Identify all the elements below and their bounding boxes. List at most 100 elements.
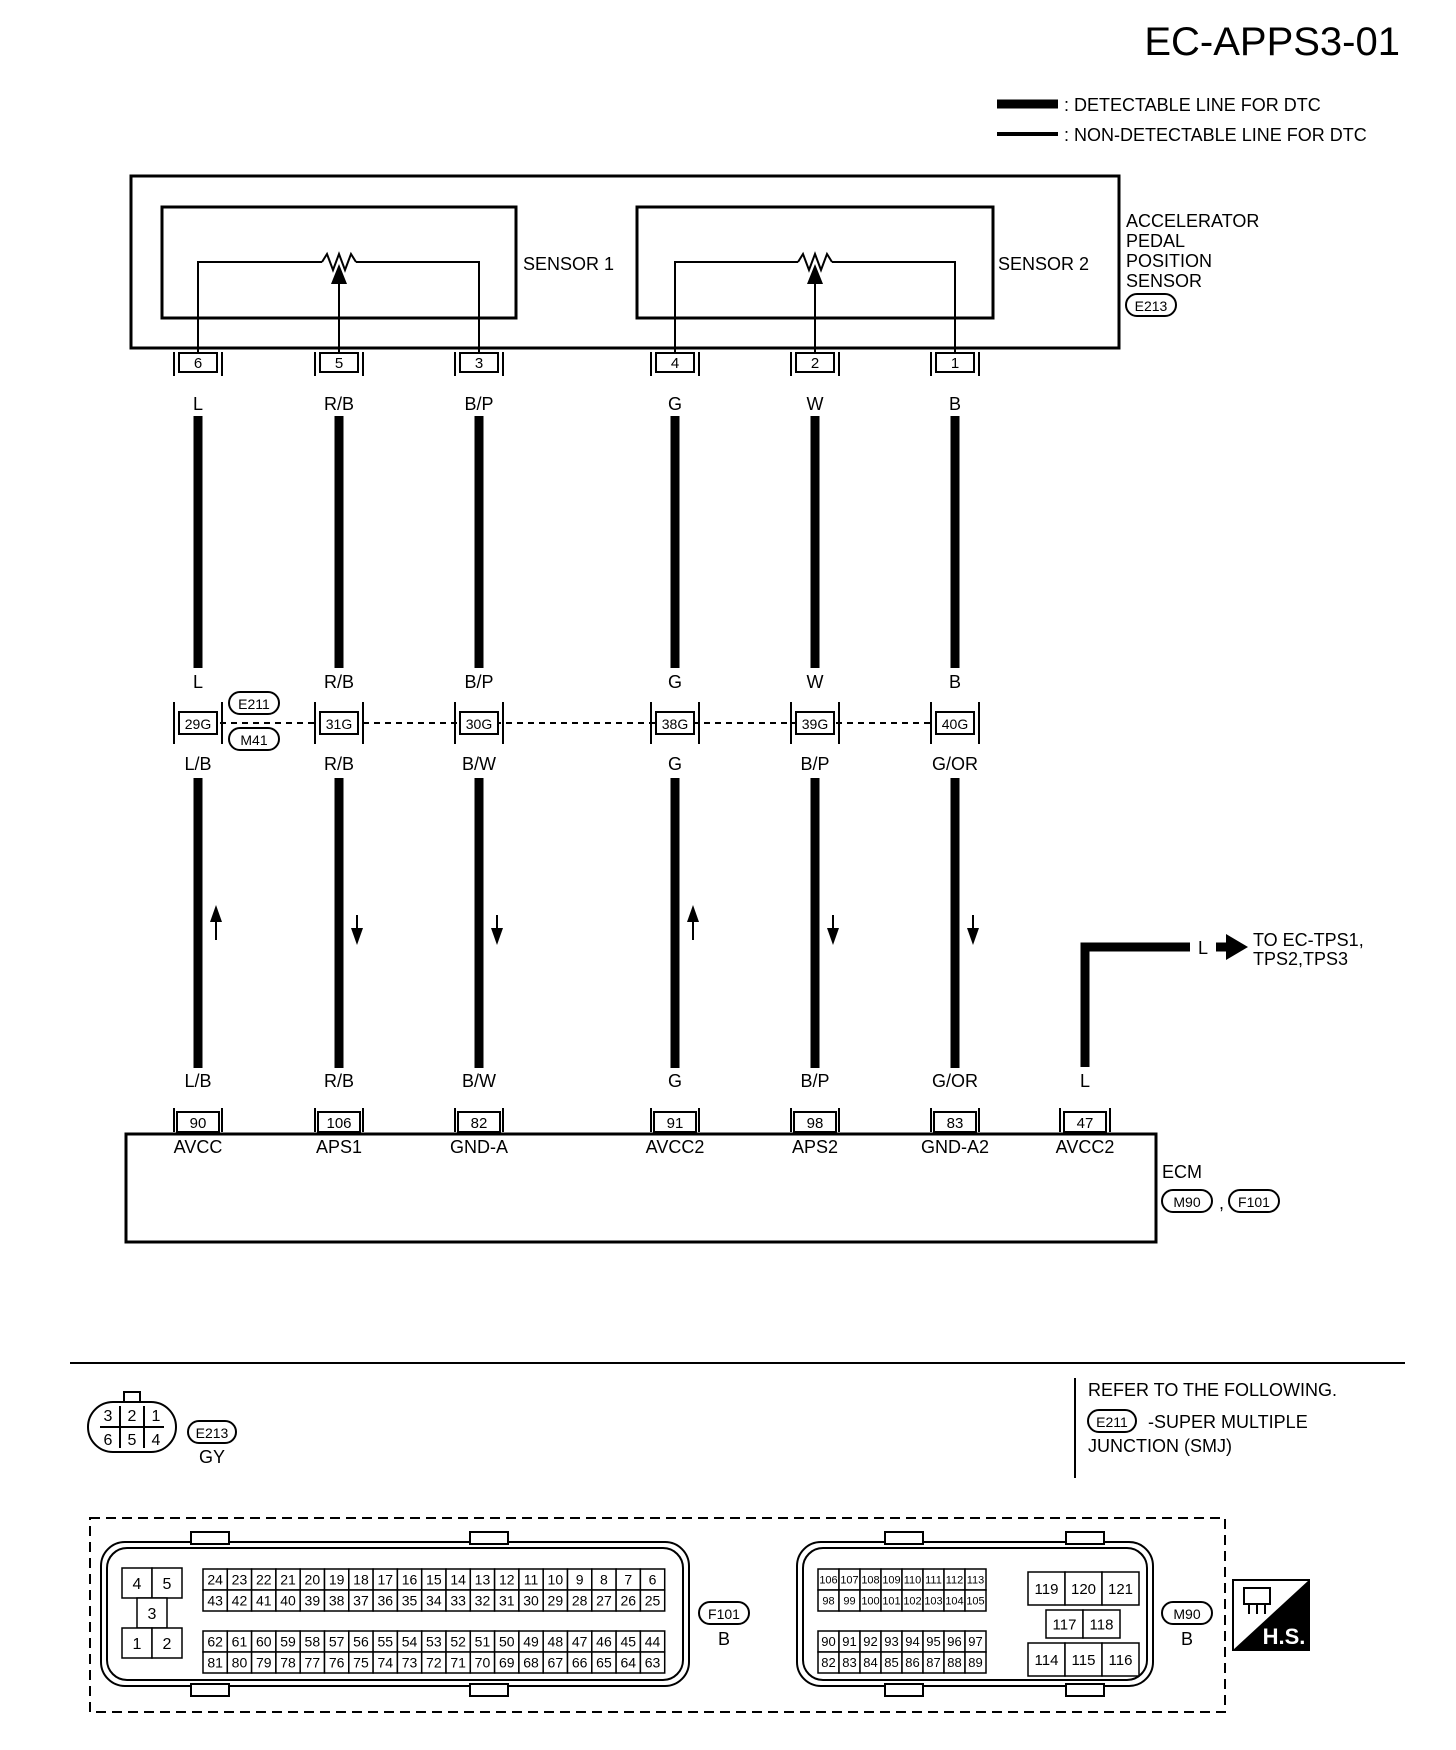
svg-text:47: 47	[572, 1634, 588, 1650]
sensor-pin-3	[459, 352, 499, 373]
svg-text:39G: 39G	[802, 716, 828, 732]
svg-text:81: 81	[207, 1655, 223, 1671]
pin-cell	[964, 1651, 987, 1674]
svg-text:57: 57	[329, 1634, 345, 1650]
ecm-pin-label-47: AVCC2	[1056, 1137, 1115, 1157]
svg-text:F101: F101	[708, 1606, 740, 1622]
svg-text:4: 4	[671, 355, 679, 372]
svg-text:5: 5	[163, 1576, 172, 1593]
sensor-pin-2	[795, 352, 835, 373]
svg-text:62: 62	[207, 1634, 223, 1650]
svg-text:3: 3	[148, 1606, 157, 1623]
svg-text:13: 13	[475, 1572, 491, 1588]
svg-text:11: 11	[524, 1572, 539, 1588]
svg-text:10: 10	[548, 1572, 564, 1588]
ecm-pin-label: APS2	[792, 1137, 838, 1157]
svg-text:68: 68	[523, 1655, 539, 1671]
svg-text:8: 8	[600, 1572, 608, 1588]
hs-badge-text: H.S.	[1263, 1624, 1306, 1649]
svg-text:36: 36	[377, 1593, 393, 1609]
joint-pin-30G	[459, 711, 499, 735]
svg-text:31G: 31G	[326, 716, 352, 732]
wire-color-joint-bottom: L/B	[184, 754, 211, 774]
svg-text:16: 16	[402, 1572, 418, 1588]
svg-text:104: 104	[945, 1595, 963, 1607]
svg-text:90: 90	[821, 1634, 835, 1649]
svg-text:5: 5	[335, 355, 343, 372]
ecm-pin-label: GND-A	[450, 1137, 508, 1157]
svg-text:5: 5	[128, 1432, 137, 1449]
joint-pin-40G	[935, 711, 975, 735]
svg-text:E213: E213	[196, 1425, 229, 1441]
svg-text:52: 52	[450, 1634, 466, 1650]
svg-text:95: 95	[926, 1634, 940, 1649]
svg-text:79: 79	[256, 1655, 272, 1671]
ecm-pin-label: AVCC	[174, 1137, 223, 1157]
sensor-pin-4	[655, 352, 695, 373]
e213-face-badge	[187, 1420, 237, 1444]
wire-color-joint-top: B/P	[464, 672, 493, 692]
svg-text:32: 32	[475, 1593, 491, 1609]
svg-text:E211: E211	[238, 696, 270, 712]
svg-text:72: 72	[426, 1655, 442, 1671]
svg-text:82: 82	[821, 1655, 835, 1670]
svg-text:74: 74	[377, 1655, 393, 1671]
svg-text:28: 28	[572, 1593, 588, 1609]
f101-connector-label: F101 B	[698, 1601, 750, 1649]
avcc2-extra-wire: L TO EC-TPS1, TPS2,TPS3 L 47	[1059, 930, 1364, 1133]
svg-text:117: 117	[1053, 1616, 1077, 1633]
wire-color-ecm: G/OR	[932, 1071, 978, 1091]
svg-text:14: 14	[450, 1572, 466, 1588]
ecm-unit: AVCC2 ECM M90 , F101	[124, 1132, 1280, 1244]
svg-text:29: 29	[548, 1593, 564, 1609]
signal-arrow-down-icon	[967, 928, 979, 945]
ecm-pin-82	[457, 1111, 501, 1133]
wire-color-ecm: B/P	[800, 1071, 829, 1091]
pin-cell	[1045, 1609, 1084, 1639]
svg-text:83: 83	[947, 1115, 964, 1132]
svg-text:40: 40	[280, 1593, 296, 1609]
pin-cell	[121, 1627, 153, 1659]
svg-text:89: 89	[968, 1655, 982, 1670]
wire-color-joint-bottom: R/B	[324, 754, 354, 774]
svg-text:121: 121	[1108, 1581, 1133, 1598]
wire-color-joint-bottom: B/W	[462, 754, 496, 774]
svg-text:2: 2	[128, 1408, 137, 1425]
svg-text:2: 2	[811, 355, 819, 372]
sensor1-label: SENSOR 1	[523, 254, 614, 274]
svg-text:4: 4	[133, 1576, 142, 1593]
pin-cell	[151, 1627, 183, 1659]
svg-text:99: 99	[843, 1595, 855, 1607]
connector-badge-m90	[1161, 1189, 1213, 1213]
wire-color-ecm: B/W	[462, 1071, 496, 1091]
svg-text:63: 63	[645, 1655, 661, 1671]
ecm-pin-106	[317, 1111, 361, 1133]
svg-text:35: 35	[402, 1593, 418, 1609]
svg-text:4: 4	[152, 1432, 161, 1449]
svg-text:REFER TO THE FOLLOWING.: REFER TO THE FOLLOWING.	[1088, 1380, 1337, 1400]
ecm-label: ECM	[1162, 1162, 1202, 1182]
hs-badge: H.S.	[1232, 1579, 1310, 1651]
svg-text:64: 64	[620, 1655, 636, 1671]
svg-text:66: 66	[572, 1655, 588, 1671]
svg-text:76: 76	[329, 1655, 345, 1671]
joint-pin-38G	[655, 711, 695, 735]
svg-text:47: 47	[1077, 1115, 1094, 1132]
wire-color-upper: L	[193, 394, 203, 414]
svg-text:86: 86	[905, 1655, 919, 1670]
joint-connector-badges: E211 M41	[228, 691, 280, 751]
svg-text:73: 73	[402, 1655, 418, 1671]
wire-color-joint-top: B	[949, 672, 961, 692]
wire-harness: 6LL29GL/BL/B90AVCC5R/BR/B31GR/BR/B106APS…	[173, 352, 989, 1157]
svg-text:94: 94	[905, 1634, 919, 1649]
svg-text:6: 6	[649, 1572, 657, 1588]
svg-text:91: 91	[842, 1634, 856, 1649]
wire-color-upper: R/B	[324, 394, 354, 414]
svg-text:70: 70	[475, 1655, 491, 1671]
wire-color-joint-bottom: G/OR	[932, 754, 978, 774]
pin-cell	[964, 1589, 987, 1612]
svg-text:30: 30	[523, 1593, 539, 1609]
wire-ecm-color-47: L	[1080, 1071, 1090, 1091]
